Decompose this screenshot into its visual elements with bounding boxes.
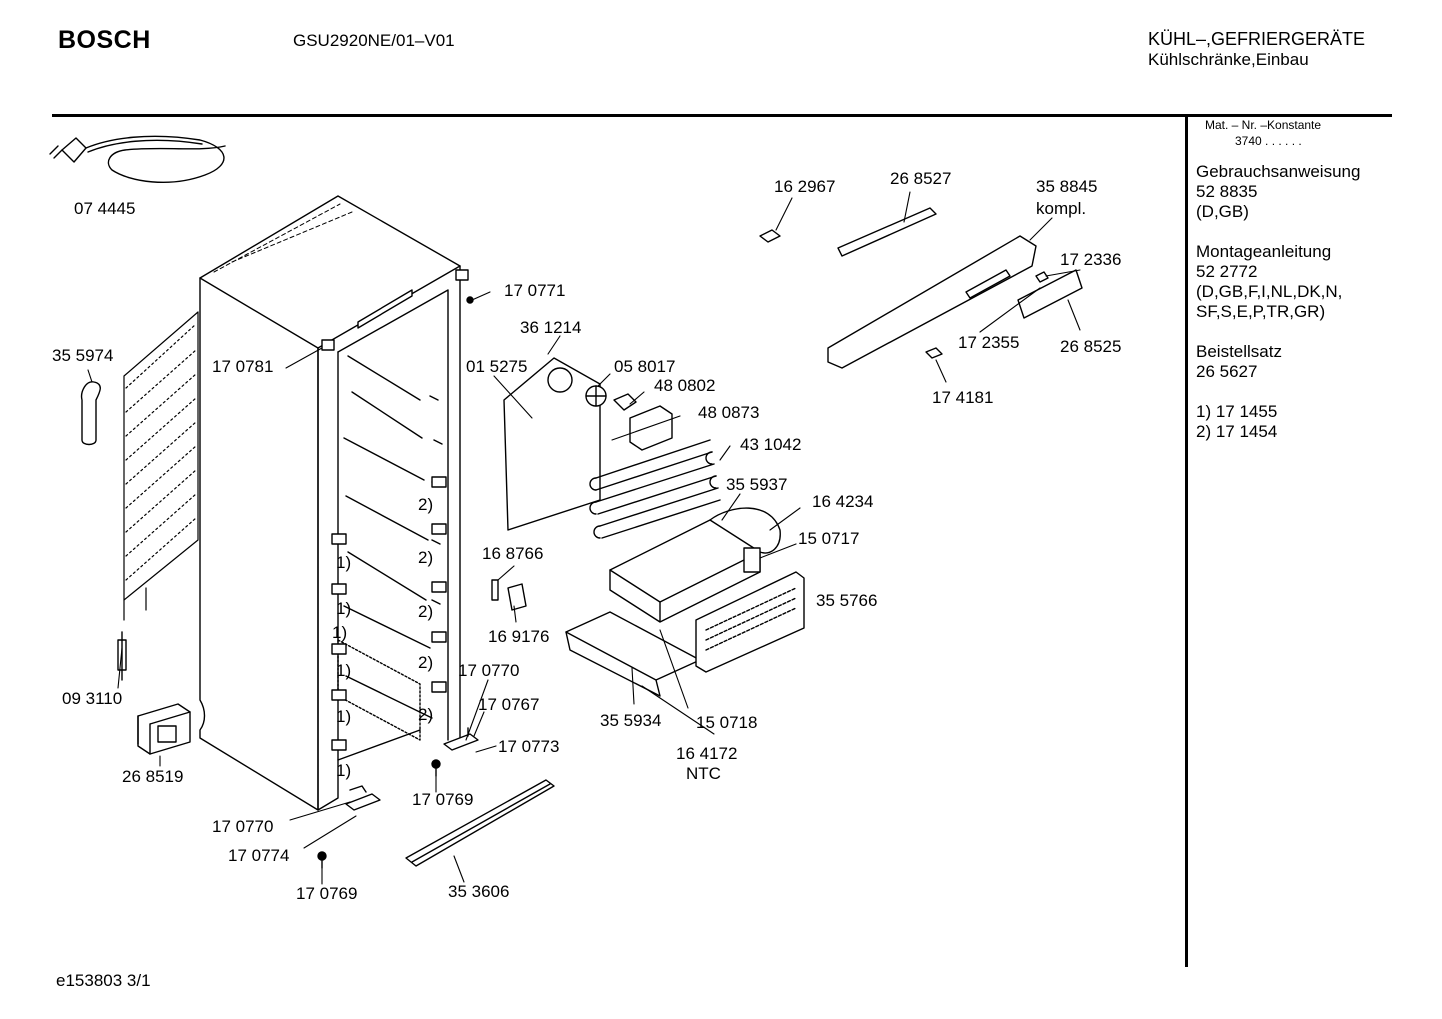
cabinet-drawing — [199, 195, 469, 811]
shelf-marker: 1) — [332, 623, 347, 642]
drain-hose-drawing — [80, 381, 101, 446]
part-label: 17 0770 — [458, 661, 519, 680]
part-label: 17 0770 — [212, 817, 273, 836]
manual-langs: (D,GB) — [1196, 202, 1249, 221]
part-label: 01 5275 — [466, 357, 527, 376]
part-label: 17 0769 — [296, 884, 357, 903]
leader-lines — [87, 191, 1081, 885]
part-label: 16 4172 — [676, 744, 737, 763]
part-label: 17 4181 — [932, 388, 993, 407]
part-label: 15 0718 — [696, 713, 757, 732]
shelf-marker: 1) — [336, 661, 351, 680]
part-label: NTC — [686, 764, 721, 783]
install-langs-2: SF,S,E,P,TR,GR) — [1196, 302, 1326, 321]
info-panel: Mat. – Nr. –Konstante 3740 . . . . . . G… — [1196, 118, 1396, 442]
part-label: 17 0773 — [498, 737, 559, 756]
brand-logo: BOSCH — [58, 26, 151, 54]
part-label: 17 0781 — [212, 357, 273, 376]
notes-block: 1) 17 1455 2) 17 1454 — [1196, 402, 1396, 442]
part-label: 16 9176 — [488, 627, 549, 646]
part-label: 16 4234 — [812, 492, 873, 511]
part-label: 35 5766 — [816, 591, 877, 610]
part-label: 26 8519 — [122, 767, 183, 786]
part-label: 09 3110 — [62, 689, 122, 708]
part-label: 15 0717 — [798, 529, 859, 548]
kit-block: Beistellsatz 26 5627 — [1196, 342, 1396, 382]
part-label: 17 0769 — [412, 790, 473, 809]
note-1: 1) 17 1455 — [1196, 402, 1278, 421]
panel-divider — [1185, 114, 1188, 967]
part-labels: 07 4445 35 5974 09 3110 26 8519 17 0781 … — [52, 169, 1121, 903]
shelf-marker: 1) — [336, 707, 351, 726]
part-label: 17 2336 — [1060, 250, 1121, 269]
evaporator-coil-drawing — [589, 439, 721, 539]
part-label: 16 2967 — [774, 177, 835, 196]
part-label: 35 5937 — [726, 475, 787, 494]
install-block: Montageanleitung 52 2772 (D,GB,F,I,NL,DK… — [1196, 242, 1396, 322]
shelf-marker: 2) — [418, 653, 433, 672]
kit-number: 26 5627 — [1196, 362, 1258, 381]
part-label: 17 0774 — [228, 846, 289, 865]
header-divider — [52, 114, 1392, 117]
part-label: 35 3606 — [448, 882, 509, 901]
manual-number: 52 8835 — [1196, 182, 1258, 201]
kit-title: Beistellsatz — [1196, 342, 1282, 361]
part-label: 35 8845 — [1036, 177, 1097, 196]
shelf-marker: 2) — [418, 548, 433, 567]
category-title: KÜHL–,GEFRIERGERÄTE — [1148, 29, 1366, 49]
evaporator-plate-drawing — [503, 357, 607, 531]
part-label: 26 8527 — [890, 169, 951, 188]
shelf-marker: 1) — [336, 553, 351, 572]
part-label: 17 0767 — [478, 695, 539, 714]
manual-block: Gebrauchsanweisung 52 8835 (D,GB) — [1196, 162, 1396, 222]
drawing-reference: e153803 3/1 — [56, 971, 151, 990]
part-label: kompl. — [1036, 199, 1086, 218]
shelf-marker: 1) — [336, 761, 351, 780]
part-label: 36 1214 — [520, 318, 581, 337]
exploded-parts-diagram: 07 4445 35 5974 09 3110 26 8519 17 0781 … — [49, 135, 1121, 903]
shelf-marker: 2) — [418, 495, 433, 514]
note-2: 2) 17 1454 — [1196, 422, 1278, 441]
shelf-marker: 2) — [418, 705, 433, 724]
part-label: 07 4445 — [74, 199, 135, 218]
shelf-marker: 1) — [336, 599, 351, 618]
part-label: 16 8766 — [482, 544, 543, 563]
part-label: 48 0873 — [698, 403, 759, 422]
part-label: 43 1042 — [740, 435, 801, 454]
heater-element-drawing — [609, 507, 781, 623]
mat-label: Mat. – Nr. –Konstante — [1205, 118, 1322, 132]
part-label: 48 0802 — [654, 376, 715, 395]
install-number: 52 2772 — [1196, 262, 1258, 281]
part-label: 35 5974 — [52, 346, 113, 365]
mat-value: 3740 . . . . . . — [1235, 134, 1302, 148]
part-label: 35 5934 — [600, 711, 661, 730]
control-panel-drawing — [759, 207, 1083, 369]
part-label: 17 0771 — [504, 281, 565, 300]
condenser-drawing — [123, 311, 199, 621]
hinge-drawing — [317, 296, 479, 869]
manual-title: Gebrauchsanweisung — [1196, 162, 1361, 181]
relay-drawing — [137, 703, 191, 755]
shelf-markers: 2) 2) 2) 2) 2) 1) 1) 1) 1) 1) 1) — [332, 495, 433, 780]
power-cord-drawing — [49, 135, 226, 184]
category-subtitle: Kühlschränke,Einbau — [1148, 50, 1309, 69]
part-label: 26 8525 — [1060, 337, 1121, 356]
part-label: 17 2355 — [958, 333, 1019, 352]
install-title: Montageanleitung — [1196, 242, 1332, 261]
drawer-drawing — [565, 571, 805, 697]
part-label: 05 8017 — [614, 357, 675, 376]
thermostat-drawing — [613, 393, 673, 451]
install-langs-1: (D,GB,F,I,NL,DK,N, — [1196, 282, 1343, 301]
model-number: GSU2920NE/01–V01 — [293, 31, 455, 50]
shelf-marker: 2) — [418, 602, 433, 621]
